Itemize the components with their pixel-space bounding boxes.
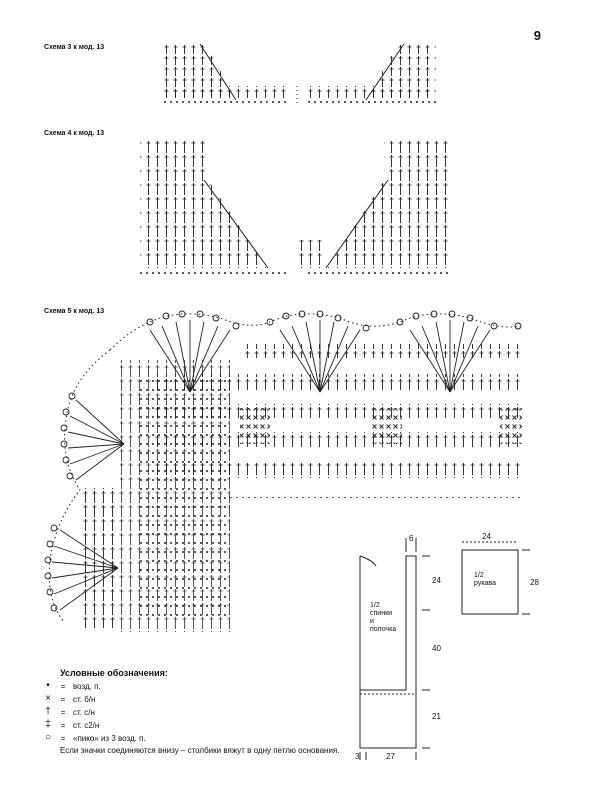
legend-title: Условные обозначения: (60, 668, 168, 678)
scheme-4-chart (140, 140, 452, 274)
dim-sleeve-side: 28 (530, 578, 539, 587)
sleeve-piece-label: 1/2 рукава (474, 572, 496, 587)
chain-stitch-icon: • (46, 680, 50, 691)
legend-item-text: возд. п. (73, 681, 101, 691)
double-crochet-icon: † (45, 706, 51, 717)
single-crochet-icon: × (45, 693, 51, 704)
dim-bottom: 21 (432, 712, 441, 721)
legend-item-text: ст. с2/н (73, 720, 100, 730)
scheme-3-chart (160, 43, 436, 104)
legend-item-text: ст. с/н (73, 707, 95, 717)
dim-armhole: 24 (432, 576, 441, 585)
body-pattern-piece (359, 538, 430, 760)
page-number: 9 (533, 28, 541, 43)
legend-item-text: ст. б/н (73, 694, 96, 704)
legend-item-text: «пико» из 3 возд. п. (73, 733, 146, 743)
picot-icon: ○ (44, 732, 52, 743)
scheme-5-chart (44, 310, 522, 632)
sleeve-pattern-piece (461, 541, 530, 615)
dim-top-strap: 6 (409, 534, 414, 543)
scheme-4-label: Схема 4 к мод. 13 (44, 130, 105, 137)
dim-hem-left: 3 (355, 752, 360, 761)
legend-item: • = возд. п. (43, 680, 101, 692)
dim-width: 27 (386, 752, 395, 761)
body-piece-label: 1/2 спинки и полочка (370, 602, 397, 633)
legend-item: † = ст. с/н (43, 706, 95, 718)
treble-crochet-icon: ‡ (45, 719, 51, 730)
legend-item: ‡ = ст. с2/н (43, 719, 99, 731)
legend-note: Если значки соединяются внизу – столбики… (60, 746, 340, 755)
legend-item: × = ст. б/н (43, 693, 95, 705)
dim-sleeve-top: 24 (482, 532, 491, 541)
scheme-5-label: Схема 5 к мод. 13 (44, 308, 105, 315)
legend-item: ○ = «пико» из 3 возд. п. (44, 732, 146, 743)
scheme-3-label: Схема 3 к мод. 13 (44, 44, 105, 51)
dim-side: 40 (432, 644, 441, 653)
